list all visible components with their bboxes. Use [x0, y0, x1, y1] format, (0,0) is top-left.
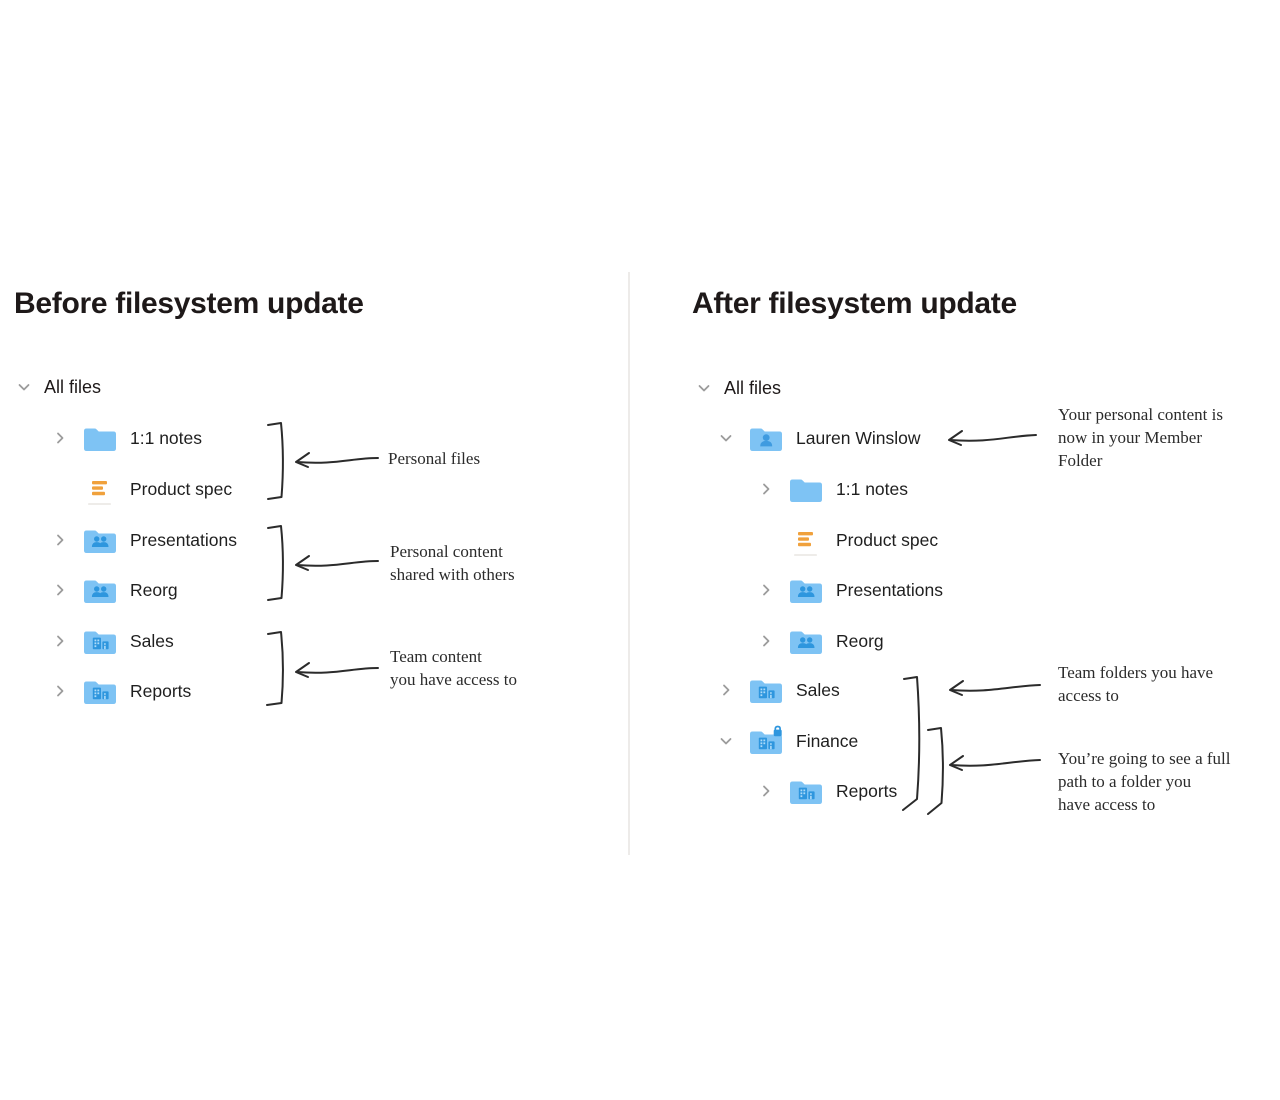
bracket-team-content	[266, 631, 284, 706]
tree-row-sales[interactable]: Sales	[718, 672, 840, 708]
tree-row-reports[interactable]: Reports	[758, 773, 897, 809]
before-title: Before filesystem update	[14, 287, 364, 320]
team-folder-icon	[748, 674, 784, 706]
tree-item-label: All files	[44, 376, 102, 397]
chevron-right-icon[interactable]	[52, 430, 68, 446]
team-folder-icon	[788, 775, 824, 807]
chevron-right-icon[interactable]	[52, 532, 68, 548]
tree-item-label: Finance	[796, 730, 859, 751]
bracket-personal-shared	[267, 525, 284, 601]
tree-item-label: 1:1 notes	[130, 427, 202, 448]
chevron-right-icon[interactable]	[758, 633, 774, 649]
chevron-down-icon[interactable]	[718, 733, 734, 749]
chevron-down-icon[interactable]	[16, 379, 32, 395]
arrow-team-content	[295, 662, 379, 678]
chevron-right-icon[interactable]	[52, 683, 68, 699]
after-title: After filesystem update	[692, 287, 1017, 320]
arrow-personal-files	[295, 452, 379, 468]
tree-item-label: Reports	[836, 780, 898, 801]
tree-item-label: Product spec	[130, 478, 233, 499]
bracket-full-path	[927, 727, 944, 815]
after-all-files-row[interactable]: All files	[696, 370, 781, 406]
annotation-full-path: You’re going to see a full path to a fol…	[1058, 749, 1231, 814]
arrow-personal-shared	[295, 555, 379, 571]
tree-item-label: Sales	[130, 630, 174, 651]
tree-row-reorg[interactable]: Reorg	[52, 572, 178, 608]
tree-item-label: 1:1 notes	[836, 478, 908, 499]
chevron-down-icon[interactable]	[696, 380, 712, 396]
tree-item-label: All files	[724, 377, 782, 398]
folder-icon	[788, 473, 824, 505]
member-folder-icon	[748, 422, 784, 454]
tree-item-label: Presentations	[836, 579, 944, 600]
chevron-down-icon[interactable]	[718, 430, 734, 446]
tree-item-label: Reorg	[836, 630, 884, 651]
tree-row-product-spec[interactable]: Product spec	[758, 522, 938, 558]
paper-doc-icon	[788, 524, 824, 556]
annotation-team-folders-access: Team folders you have access to	[1058, 663, 1214, 705]
tree-row-reorg[interactable]: Reorg	[758, 623, 884, 659]
tree-row-finance[interactable]: Finance	[718, 723, 858, 759]
shared-folder-icon	[82, 524, 118, 556]
arrow-member-folder	[948, 430, 1037, 446]
tree-row-reports[interactable]: Reports	[52, 673, 191, 709]
chevron-right-icon[interactable]	[52, 633, 68, 649]
tree-row-11-notes[interactable]: 1:1 notes	[52, 420, 202, 456]
tree-item-label: Reports	[130, 680, 192, 701]
tree-item-label: Lauren Winslow	[796, 427, 921, 448]
panel-divider	[628, 272, 630, 855]
arrow-team-folders	[949, 680, 1041, 696]
annotation-personal-files: Personal files	[388, 449, 481, 468]
team-folder-locked-icon	[748, 725, 784, 757]
tree-row-presentations[interactable]: Presentations	[52, 522, 237, 558]
team-folder-icon	[82, 625, 118, 657]
annotation-personal-content-shared: Personal content shared with others	[390, 542, 515, 584]
arrow-full-path	[949, 755, 1041, 771]
tree-item-label: Sales	[796, 679, 840, 700]
bracket-team-folders	[902, 676, 921, 811]
tree-item-label: Reorg	[130, 579, 178, 600]
tree-row-11-notes[interactable]: 1:1 notes	[758, 471, 908, 507]
folder-icon	[82, 422, 118, 454]
tree-item-label: Presentations	[130, 529, 238, 550]
tree-row-lauren-winslow[interactable]: Lauren Winslow	[718, 420, 921, 456]
annotation-team-content-access: Team content you have access to	[390, 647, 517, 689]
shared-folder-icon	[788, 574, 824, 606]
team-folder-icon	[82, 675, 118, 707]
shared-folder-icon	[82, 574, 118, 606]
before-all-files-row[interactable]: All files	[16, 369, 101, 405]
annotation-member-folder: Your personal content is now in your Mem…	[1058, 405, 1223, 470]
bracket-personal-files	[267, 422, 284, 500]
shared-folder-icon	[788, 625, 824, 657]
paper-doc-icon	[82, 473, 118, 505]
chevron-right-icon[interactable]	[758, 481, 774, 497]
chevron-right-icon[interactable]	[758, 582, 774, 598]
tree-row-product-spec[interactable]: Product spec	[52, 471, 232, 507]
chevron-right-icon[interactable]	[718, 682, 734, 698]
chevron-right-icon[interactable]	[758, 783, 774, 799]
tree-row-sales[interactable]: Sales	[52, 623, 174, 659]
tree-row-presentations[interactable]: Presentations	[758, 572, 943, 608]
chevron-right-icon[interactable]	[52, 582, 68, 598]
tree-item-label: Product spec	[836, 529, 939, 550]
